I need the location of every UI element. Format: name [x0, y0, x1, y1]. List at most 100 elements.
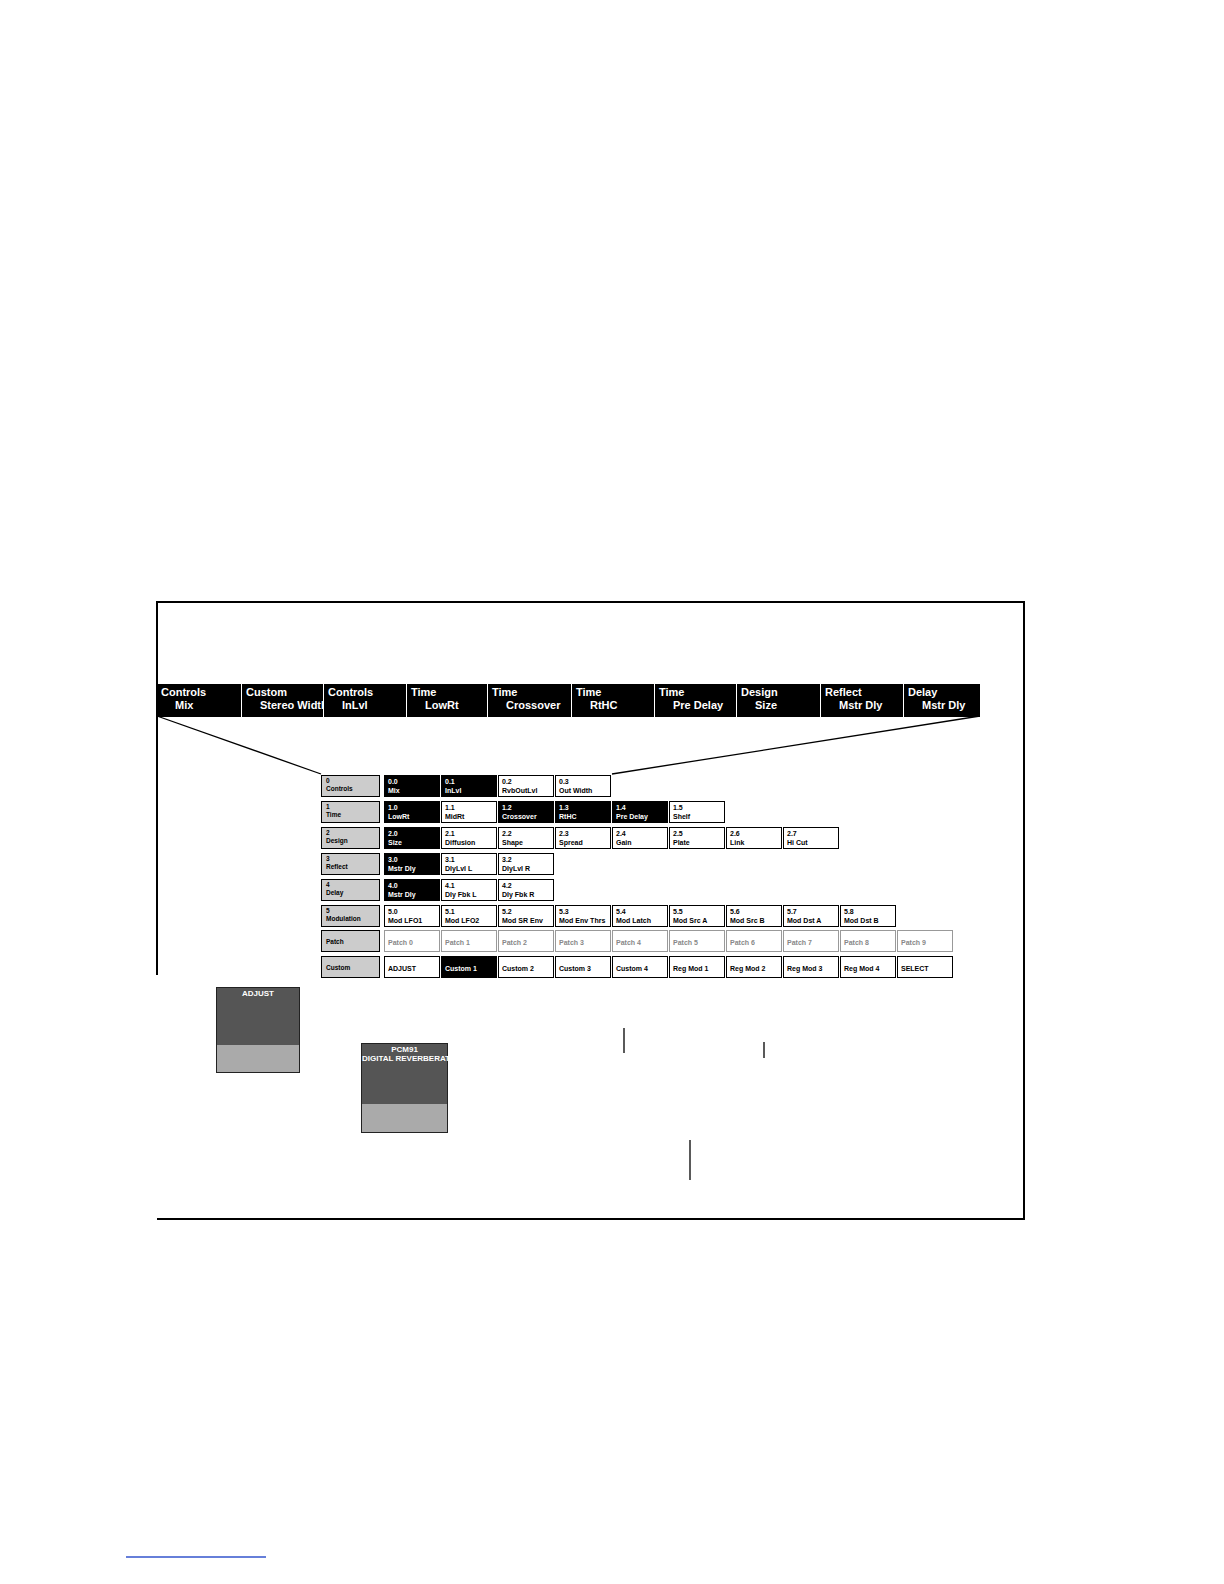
- bar-cell: TimePre Delay: [654, 684, 736, 717]
- label-text: Shape: [502, 838, 550, 847]
- label-text: 5.0: [388, 907, 436, 916]
- label-text: DlyLvl R: [502, 864, 550, 873]
- label-text: Design: [741, 686, 816, 698]
- label-text: 5.1: [445, 907, 493, 916]
- label-text: 3.1: [445, 855, 493, 864]
- row-label: Patch: [321, 930, 380, 952]
- label-text: 5.3: [559, 907, 607, 916]
- matrix-cell: 5.8Mod Dst B: [840, 905, 896, 927]
- frame: [157, 602, 1024, 1219]
- label-text: Gain: [616, 838, 664, 847]
- label-text: MidRt: [445, 812, 493, 821]
- bar-cell: DesignSize: [736, 684, 820, 717]
- label-text: 5.2: [502, 907, 550, 916]
- matrix-cell: 1.3RtHC: [555, 801, 611, 823]
- label-text: Reflect: [825, 686, 899, 698]
- label-text: Shelf: [673, 812, 721, 821]
- label-text: 2.6: [730, 829, 778, 838]
- label-text: Crossover: [492, 699, 567, 711]
- label-text: Plate: [673, 838, 721, 847]
- label-text: Mod Dst B: [844, 916, 892, 925]
- bar-cell: CustomStereo Width: [241, 684, 323, 717]
- label-text: 5.7: [787, 907, 835, 916]
- label-text: Custom 1: [445, 964, 493, 973]
- label-text: 4.0: [388, 881, 436, 890]
- label-text: 1.1: [445, 803, 493, 812]
- matrix-cell: 3.1DlyLvl L: [441, 853, 497, 875]
- bar-cell: DelayMstr Dly: [903, 684, 980, 717]
- control-knob: PCM91DIGITAL REVERBERATOR: [361, 1043, 448, 1133]
- label-text: Patch 6: [730, 938, 778, 947]
- matrix-cell: 5.4Mod Latch: [612, 905, 668, 927]
- label-text: 3: [326, 855, 375, 863]
- label-text: Patch 7: [787, 938, 835, 947]
- label-text: 1.0: [388, 803, 436, 812]
- label-text: Mstr Dly: [388, 864, 436, 873]
- label-text: Custom: [326, 964, 375, 972]
- label-text: 1.4: [616, 803, 664, 812]
- matrix-cell: 5.7Mod Dst A: [783, 905, 839, 927]
- label-text: Reg Mod 3: [787, 964, 835, 973]
- bar-cell: ReflectMstr Dly: [820, 684, 903, 717]
- label-text: Patch 1: [445, 938, 493, 947]
- label-text: Mstr Dly: [825, 699, 899, 711]
- matrix-cell: Patch 1: [441, 930, 497, 952]
- label-text: 2.0: [388, 829, 436, 838]
- label-text: Delay: [908, 686, 976, 698]
- matrix-cell: 4.2Dly Fbk R: [498, 879, 554, 901]
- bar-cell: TimeLowRt: [406, 684, 487, 717]
- matrix-cell: 2.7Hi Cut: [783, 827, 839, 849]
- label-text: Modulation: [326, 915, 375, 923]
- matrix-cell: Patch 5: [669, 930, 725, 952]
- label-text: Dly Fbk L: [445, 890, 493, 899]
- matrix-cell: 4.0Mstr Dly: [384, 879, 440, 901]
- label-text: Link: [730, 838, 778, 847]
- matrix-cell: Patch 0: [384, 930, 440, 952]
- label-text: Size: [741, 699, 816, 711]
- label-text: LowRt: [411, 699, 483, 711]
- label-text: LowRt: [388, 812, 436, 821]
- bar-cell: TimeCrossover: [487, 684, 571, 717]
- row-label: 4Delay: [321, 879, 380, 901]
- matrix-cell: Patch 7: [783, 930, 839, 952]
- matrix-cell: Patch 8: [840, 930, 896, 952]
- label-text: Design: [326, 837, 375, 845]
- label-text: 2.1: [445, 829, 493, 838]
- matrix-cell: 5.0Mod LFO1: [384, 905, 440, 927]
- matrix-cell: 5.1Mod LFO2: [441, 905, 497, 927]
- matrix-cell: 1.1MidRt: [441, 801, 497, 823]
- label-text: Delay: [326, 889, 375, 897]
- matrix-cell: 1.0LowRt: [384, 801, 440, 823]
- label-text: Stereo Width: [246, 699, 319, 711]
- label-text: Mod Env Thrs: [559, 916, 607, 925]
- label-text: RvbOutLvl: [502, 786, 550, 795]
- label-text: Patch 5: [673, 938, 721, 947]
- label-text: Mix: [388, 786, 436, 795]
- leader-line: [763, 1042, 764, 1058]
- label-text: InLvl: [445, 786, 493, 795]
- matrix-cell: 2.6Link: [726, 827, 782, 849]
- label-text: Time: [411, 686, 483, 698]
- leader-line: [623, 1028, 624, 1053]
- label-text: 0: [326, 777, 375, 785]
- label-text: 4.1: [445, 881, 493, 890]
- label-text: 1: [326, 803, 375, 811]
- matrix-cell: Patch 6: [726, 930, 782, 952]
- label-text: ADJUST: [217, 989, 299, 998]
- label-text: ADJUST: [388, 964, 436, 973]
- label-text: Controls: [326, 785, 375, 793]
- label-text: 3.0: [388, 855, 436, 864]
- label-text: Patch 8: [844, 938, 892, 947]
- matrix-cell: Custom 4: [612, 956, 668, 978]
- label-text: 2.5: [673, 829, 721, 838]
- matrix-cell: 2.1Diffusion: [441, 827, 497, 849]
- matrix-cell: Reg Mod 4: [840, 956, 896, 978]
- label-text: 1.2: [502, 803, 550, 812]
- matrix-cell: 1.2Crossover: [498, 801, 554, 823]
- label-text: Time: [326, 811, 375, 819]
- label-text: Mod LFO2: [445, 916, 493, 925]
- label-text: Reflect: [326, 863, 375, 871]
- matrix-cell: 2.5Plate: [669, 827, 725, 849]
- bar-cell: TimeRtHC: [571, 684, 654, 717]
- label-text: Size: [388, 838, 436, 847]
